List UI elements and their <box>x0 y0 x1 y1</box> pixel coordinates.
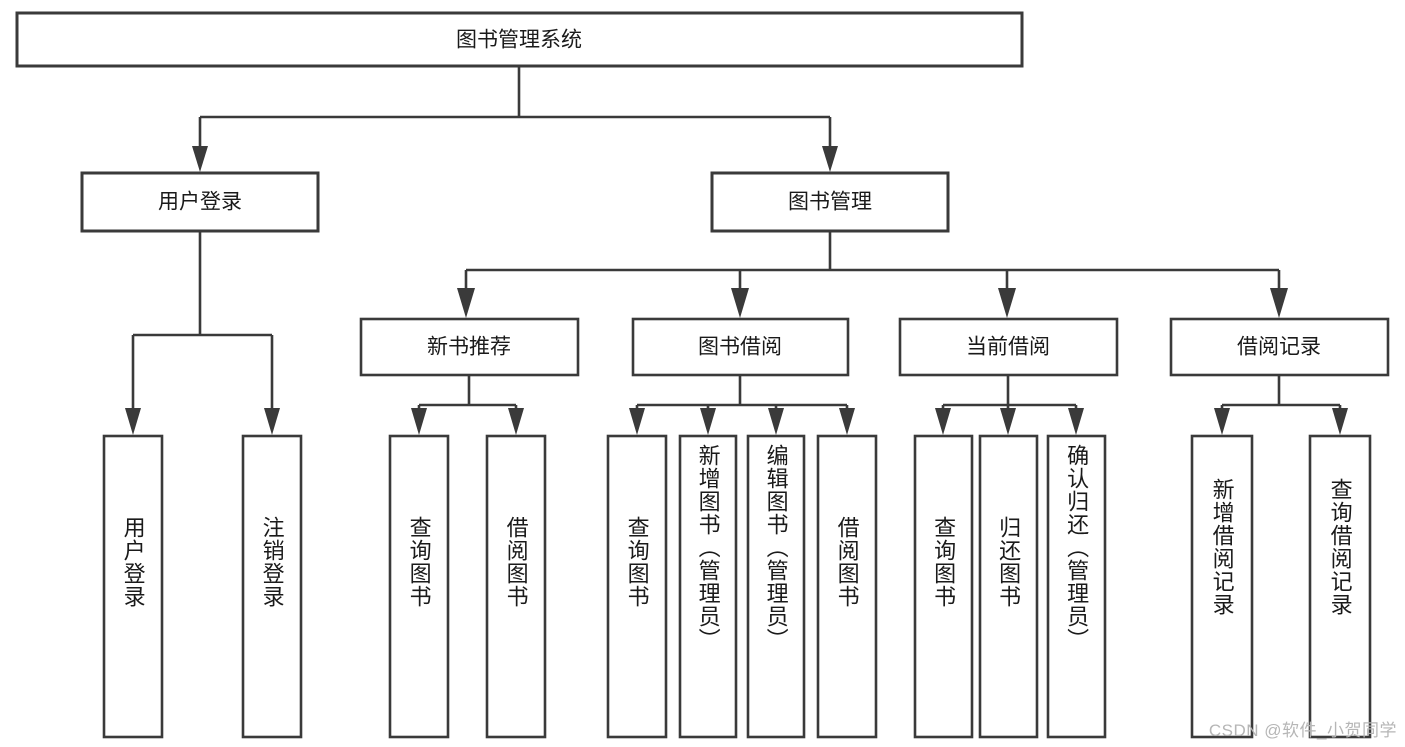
csdn-watermark: CSDN @软件_小贺同学 <box>1208 721 1397 740</box>
connector-root-to-level2 <box>192 66 838 172</box>
node-root-label: 图书管理系统 <box>456 29 582 52</box>
leaf-box-newbook-borrow[interactable] <box>485 434 547 739</box>
leaf-box-current-query[interactable] <box>913 434 974 739</box>
leaf-box-borrow-edit[interactable] <box>746 434 806 739</box>
node-new-book-recommend[interactable]: 新书推荐 <box>359 317 580 377</box>
leaf-box-record-query[interactable] <box>1308 434 1372 739</box>
node-book-borrow-label: 图书借阅 <box>698 336 782 359</box>
leaf-box-record-add[interactable] <box>1190 434 1254 739</box>
leaf-box-borrow-query[interactable] <box>606 434 668 739</box>
leaf-box-newbook-query[interactable] <box>388 434 450 739</box>
leaf-box-logout[interactable] <box>241 434 303 739</box>
node-book-management-label: 图书管理 <box>788 191 872 214</box>
node-current-borrow[interactable]: 当前借阅 <box>898 317 1119 377</box>
node-book-borrow[interactable]: 图书借阅 <box>631 317 850 377</box>
node-new-book-recommend-label: 新书推荐 <box>427 336 511 359</box>
node-user-login[interactable]: 用户登录 <box>80 171 320 233</box>
connector-borrowrecord-to-leaves <box>1214 375 1348 435</box>
leaf-box-borrow-lend[interactable] <box>816 434 878 739</box>
leaf-box-current-return[interactable] <box>978 434 1039 739</box>
leaf-box-borrow-add[interactable] <box>678 434 738 739</box>
node-borrow-record[interactable]: 借阅记录 <box>1169 317 1390 377</box>
node-user-login-label: 用户登录 <box>158 191 242 214</box>
node-current-borrow-label: 当前借阅 <box>966 336 1050 359</box>
connector-bookmgmt-to-level3 <box>457 232 1288 318</box>
node-root[interactable]: 图书管理系统 <box>15 11 1024 68</box>
node-borrow-record-label: 借阅记录 <box>1237 336 1321 359</box>
connector-newbook-to-leaves <box>411 375 524 435</box>
node-book-management[interactable]: 图书管理 <box>710 171 950 233</box>
connector-bookborrow-to-leaves <box>629 375 855 435</box>
connector-currentborrow-to-leaves <box>935 375 1084 435</box>
leaf-box-current-confirm[interactable] <box>1046 434 1107 739</box>
leaf-box-user-login[interactable] <box>102 434 164 739</box>
connector-userlogin-to-leaves <box>125 232 280 435</box>
